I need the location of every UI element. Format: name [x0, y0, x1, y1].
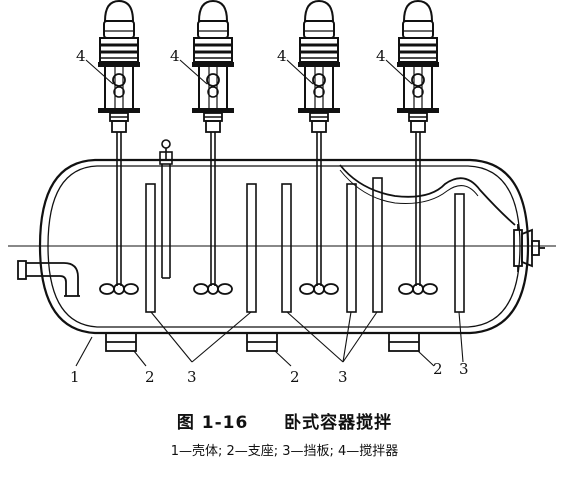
figure-legend: 1—壳体; 2—支座; 3—挡板; 4—搅拌器 [170, 444, 399, 459]
label-baffle: 3 [459, 360, 469, 378]
label-agitator: 4 [170, 47, 180, 65]
vessel-shell-inner [47, 165, 521, 328]
agitator [395, 0, 441, 296]
label-support: 2 [145, 368, 155, 386]
baffle [372, 177, 383, 313]
outlet-pipe [17, 260, 80, 297]
label-support: 2 [290, 368, 300, 386]
supports [105, 332, 420, 352]
baffle [246, 183, 257, 313]
label-agitator: 4 [277, 47, 287, 65]
figure-number: 图 1-16 [176, 413, 249, 433]
leader-lines [75, 59, 464, 367]
cutaway-line [339, 164, 516, 226]
label-agitator: 4 [376, 47, 386, 65]
vessel-shell [38, 158, 530, 335]
manhole [513, 224, 545, 272]
baffle [145, 183, 156, 313]
agitator [96, 0, 142, 296]
baffle [346, 183, 357, 313]
baffle [281, 183, 292, 313]
agitator [296, 0, 342, 296]
figure-caption: 图 1-16 卧式容器搅拌 [0, 408, 569, 433]
label-support: 2 [433, 360, 443, 378]
label-agitator: 4 [76, 47, 86, 65]
agitator [190, 0, 236, 296]
baffle [454, 193, 465, 313]
label-shell: 1 [70, 368, 80, 386]
figure-title: 卧式容器搅拌 [284, 413, 393, 433]
probe-nozzle [159, 139, 173, 279]
label-baffle: 3 [187, 368, 197, 386]
label-baffle: 3 [338, 368, 348, 386]
